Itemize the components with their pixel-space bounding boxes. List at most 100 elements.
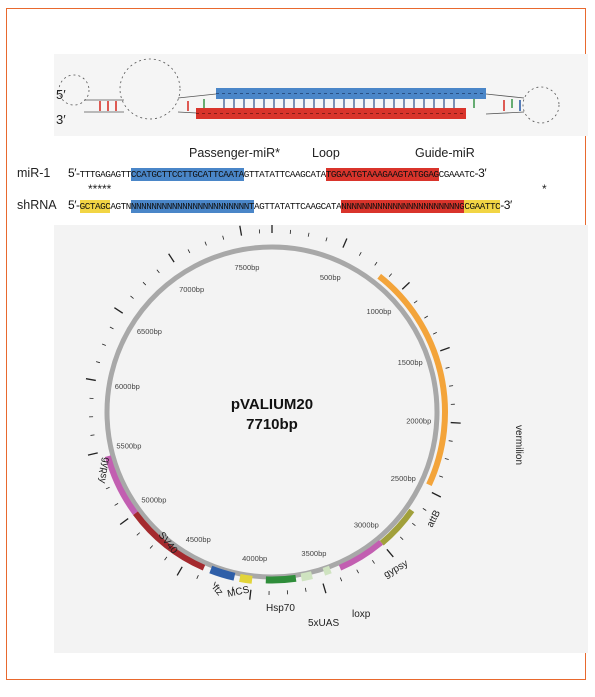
tick-mark [448, 440, 453, 442]
gypsy-arc-right [338, 540, 384, 571]
tick-mark [422, 508, 427, 511]
plasmid-map: 500bp1000bp1500bp2000bp2500bp3000bp3500b… [85, 225, 524, 629]
tick-mark [239, 225, 243, 236]
tick-mark [399, 536, 404, 540]
bp-label-5000: 5000bp [141, 496, 166, 505]
feature-mcs: MCS [226, 584, 250, 599]
tick-mark [114, 503, 119, 506]
hairpin-5prime: 5′ [56, 87, 66, 102]
tick-mark [449, 385, 454, 387]
tick-mark [156, 269, 160, 274]
shrna-guide: NNNNNNNNNNNNNNNNNNNNNNNG [341, 200, 465, 213]
tick-mark [136, 532, 141, 536]
vermilion-arc [377, 273, 448, 486]
tick-mark [90, 434, 95, 436]
mir1-sequence: 5′-TTTGAGAGTTCCATGCTTCCTTGCATTCAATAGTTAT… [68, 166, 487, 181]
hsp70-arc [265, 574, 297, 584]
passenger-label: Passenger-miR* [189, 146, 281, 160]
ftz-arc [209, 565, 236, 581]
bp-label-3000: 3000bp [354, 521, 379, 530]
tick-mark [439, 475, 444, 478]
tick-mark [249, 589, 252, 600]
tick-mark [105, 486, 110, 490]
tick-mark [322, 583, 327, 594]
tick-mark [164, 556, 168, 561]
guide-label: Guide-miR [415, 146, 475, 160]
plasmid-features [104, 244, 448, 584]
bp-label-7000: 7000bp [179, 285, 204, 294]
mir1-guide: TGGAATGTAAAGAAGTATGGAG [325, 168, 439, 181]
tick-mark [87, 452, 98, 456]
plasmid-ticks [85, 225, 461, 600]
uas-arc [300, 571, 313, 582]
terminal-loop [522, 86, 560, 124]
tick-mark [85, 378, 96, 382]
tick-mark [445, 366, 450, 369]
plasmid-panel [54, 225, 588, 653]
tick-mark [142, 281, 147, 286]
left-small-loop [58, 74, 90, 106]
loop-label: Loop [312, 146, 340, 160]
plasmid-tick-labels: 500bp1000bp1500bp2000bp2500bp3000bp3500b… [115, 263, 431, 563]
tick-mark [440, 346, 450, 352]
tick-mark [130, 295, 134, 299]
left-big-loop [119, 58, 181, 120]
feature-gypsy-right: gypsy [382, 558, 410, 581]
tick-mark [371, 560, 375, 564]
base-pairs [223, 99, 455, 108]
tick-mark [374, 261, 378, 266]
plasmid-size: 7710bp [246, 416, 298, 433]
tick-mark [339, 577, 343, 582]
stars-left: ***** [88, 182, 112, 196]
shrna-sequence: 5′-GCTAGCAGTNNNNNNNNNNNNNNNNNNNNNNNNTAGT… [68, 198, 512, 213]
tick-mark [98, 469, 103, 473]
tick-mark [386, 548, 394, 558]
tick-mark [119, 518, 129, 526]
bp-label-500: 500bp [320, 273, 341, 282]
bp-label-2000: 2000bp [406, 417, 431, 426]
tick-mark [187, 249, 191, 254]
tick-mark [401, 281, 410, 290]
tick-mark [358, 252, 362, 256]
tick-mark [431, 491, 442, 498]
bp-label-6000: 6000bp [115, 382, 140, 391]
mcs-arc [239, 573, 253, 584]
tick-mark [149, 545, 154, 549]
feature-vermilion: vermilion [513, 425, 524, 465]
bp-label-7500: 7500bp [234, 263, 259, 272]
tick-mark [307, 232, 310, 237]
bp-label-1500: 1500bp [398, 358, 423, 367]
tick-mark [176, 566, 183, 576]
attb-arc [379, 508, 415, 546]
mismatch-pairs [99, 100, 505, 111]
stars-right: * [542, 182, 547, 196]
loxp-arc [322, 565, 332, 576]
tick-mark [196, 575, 199, 579]
tick-mark [356, 569, 359, 574]
tick-mark [109, 326, 114, 330]
tick-mark [222, 235, 225, 240]
bp-label-4000: 4000bp [242, 554, 267, 563]
tick-mark [424, 315, 429, 319]
plasmid-name: pVALIUM20 [231, 396, 313, 413]
feature-hsp70: Hsp70 [266, 603, 295, 614]
sv40-arc [132, 511, 206, 571]
feature-gypsy-left: gypsy [97, 456, 112, 484]
bp-label-1000: 1000bp [366, 307, 391, 316]
mir1-label: miR-1 [17, 166, 51, 180]
shrna-label: shRNA [17, 198, 57, 212]
tick-mark [95, 361, 101, 364]
shrna-nhe-site: GCTAGC [79, 200, 111, 213]
hairpin-diagram: 5′ 3′ [56, 58, 560, 127]
feature-ftz: ftz [210, 583, 225, 598]
tick-mark [204, 241, 207, 246]
tick-mark [388, 273, 393, 277]
bp-label-3500: 3500bp [301, 549, 326, 558]
tick-mark [304, 587, 307, 592]
bp-label-4500: 4500bp [186, 535, 211, 544]
feature-loxp: loxp [352, 609, 371, 620]
tick-mark [413, 300, 418, 304]
shrna-ecori-site: CGAATTC [464, 200, 501, 213]
tick-mark [450, 421, 461, 424]
tick-mark [444, 458, 449, 460]
